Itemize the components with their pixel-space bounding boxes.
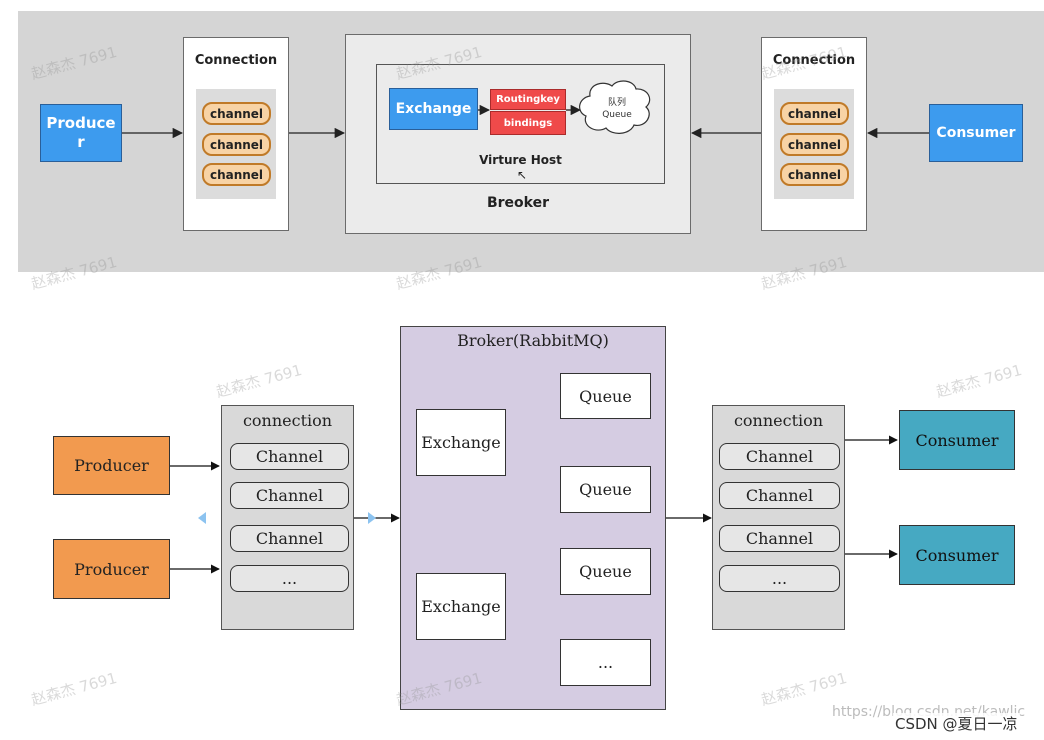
- top-exchange-box: Exchange: [389, 88, 478, 130]
- top-connection-left-title: Connection: [194, 53, 278, 68]
- bottom-right-channel-2: Channel: [719, 482, 840, 509]
- left-nudge-triangle: [198, 512, 206, 524]
- bottom-queue-4: ...: [560, 639, 651, 686]
- bottom-queue-1: Queue: [560, 373, 651, 419]
- top-producer-box: Produce r: [40, 104, 122, 162]
- top-right-channel-2: channel: [780, 133, 849, 156]
- bottom-connection-right-title: connection: [733, 411, 824, 430]
- bottom-connection-left: connection: [221, 405, 354, 630]
- bottom-producer-2: Producer: [53, 539, 170, 599]
- bottom-consumer-2: Consumer: [899, 525, 1015, 585]
- right-nudge-triangle: [368, 512, 376, 524]
- mouse-cursor-icon: ↖: [517, 168, 528, 182]
- bottom-right-channel-1: Channel: [719, 443, 840, 470]
- bottom-queue-2: Queue: [560, 466, 651, 513]
- top-broker-title: Breoker: [486, 195, 550, 211]
- bottom-left-channel-2: Channel: [230, 482, 349, 509]
- queue-cloud-shape: [579, 80, 651, 134]
- bottom-right-channel-3: Channel: [719, 525, 840, 552]
- bottom-queue-3: Queue: [560, 548, 651, 595]
- queue-cloud-label-cn: 队列: [607, 98, 626, 108]
- bottom-consumer-1: Consumer: [899, 410, 1015, 470]
- bottom-connection-left-title: connection: [242, 411, 333, 430]
- top-virtual-host-label: Virture Host: [479, 153, 562, 167]
- top-left-channel-1: channel: [202, 102, 271, 125]
- footer-credit: CSDN @夏日一凉: [893, 713, 1020, 734]
- queue-cloud-label: 队列 Queue: [588, 97, 646, 121]
- bottom-exchange-1: Exchange: [416, 409, 506, 476]
- bottom-left-channel-4: ...: [230, 565, 349, 592]
- top-left-channel-3: channel: [202, 163, 271, 186]
- bottom-left-channel-1: Channel: [230, 443, 349, 470]
- bottom-broker-title: Broker(RabbitMQ): [457, 331, 609, 350]
- bottom-right-channel-4: ...: [719, 565, 840, 592]
- top-right-channel-1: channel: [780, 102, 849, 125]
- top-bindings-cell: bindings: [490, 111, 566, 135]
- bottom-producer-1: Producer: [53, 436, 170, 495]
- top-connection-right-title: Connection: [772, 53, 856, 68]
- top-right-channel-3: channel: [780, 163, 849, 186]
- bottom-left-channel-3: Channel: [230, 525, 349, 552]
- bottom-connection-right: connection: [712, 405, 845, 630]
- queue-cloud-label-en: Queue: [602, 110, 632, 120]
- top-consumer-box: Consumer: [929, 104, 1023, 162]
- top-routingkey-cell: Routingkey: [490, 89, 566, 110]
- top-left-channel-2: channel: [202, 133, 271, 156]
- bottom-exchange-2: Exchange: [416, 573, 506, 640]
